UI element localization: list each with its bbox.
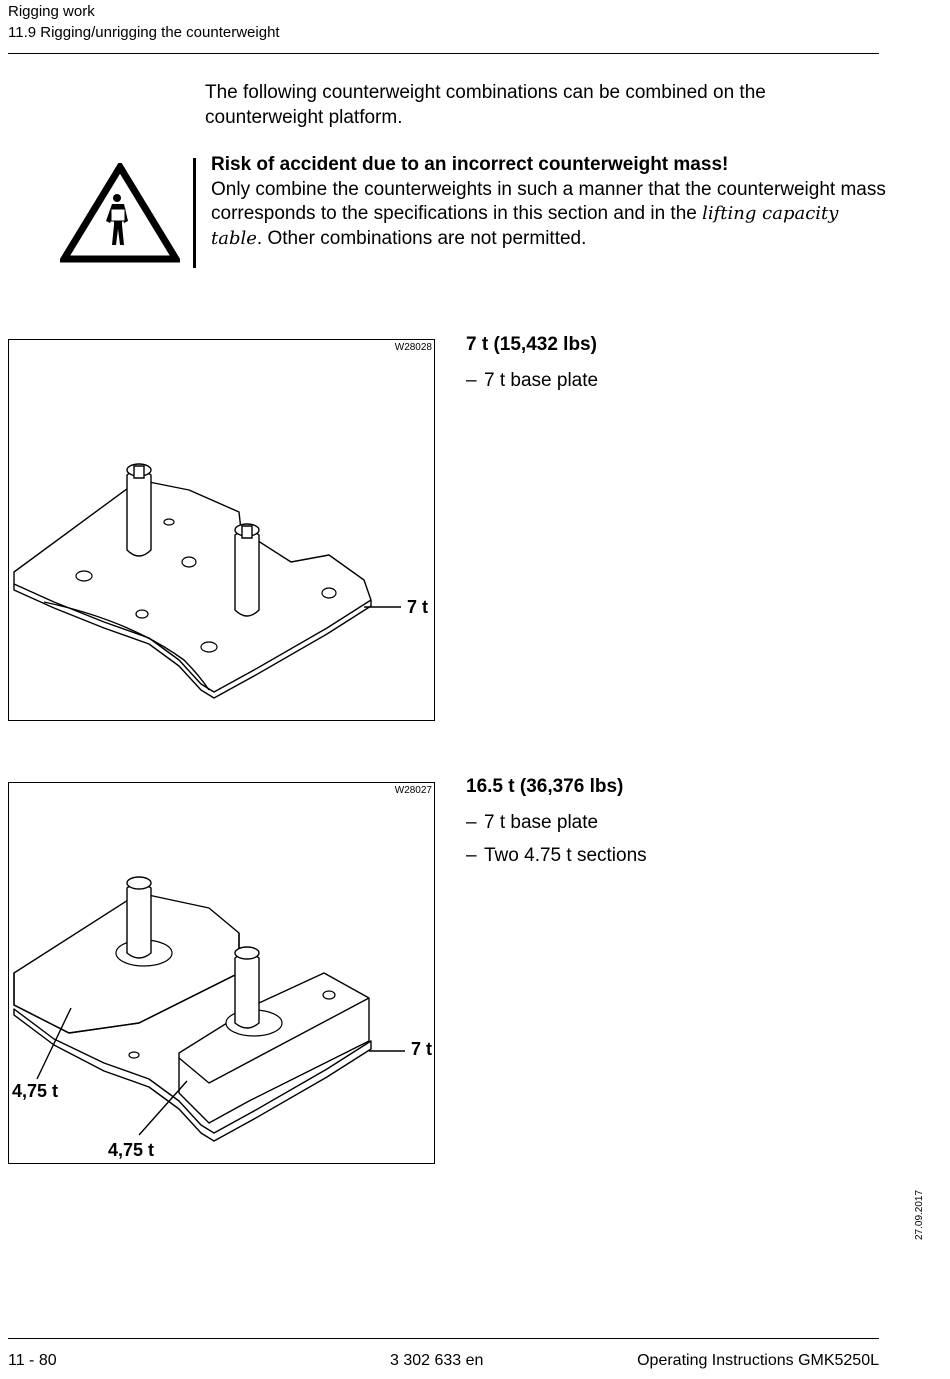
- header-section: 11.9 Rigging/unrigging the counterweight: [8, 24, 280, 41]
- figure-id: W28028: [394, 342, 432, 353]
- label-4-75t: 4,75 t: [108, 1140, 155, 1160]
- footer-page: 11 - 80: [8, 1352, 57, 1369]
- warning-bar: [193, 158, 196, 268]
- list-item: –Two 4.75 t sections: [466, 845, 647, 866]
- footer-date: 27.09.2017: [914, 1189, 925, 1240]
- label-7t: 7 t: [407, 597, 429, 617]
- warning-text-italic: lifting capacity table: [211, 203, 839, 249]
- footer-title: Operating Instructions GMK5250L: [637, 1352, 879, 1369]
- figure-id: W28027: [394, 785, 432, 796]
- header-chapter: Rigging work: [8, 3, 95, 20]
- intro-text: The following counterweight combinations…: [205, 82, 766, 128]
- base-plate-drawing: [13, 463, 401, 699]
- sections-drawing: [13, 876, 405, 1142]
- label-4-75t: 4,75 t: [12, 1081, 59, 1101]
- warning-title: Risk of accident due to an incorrect cou…: [211, 154, 729, 175]
- figure-base-plate: W28028 7 t: [8, 339, 435, 721]
- list-item: –7 t base plate: [466, 370, 599, 391]
- label-7t: 7 t: [411, 1039, 433, 1059]
- warning-block: Risk of accident due to an incorrect cou…: [211, 153, 891, 251]
- figure-base-plate-sections: W28027 7 t 4,75 t 4,75 t: [8, 782, 435, 1164]
- warning-body: Only combine the counterweights in such …: [211, 178, 891, 252]
- header-rule: [8, 53, 879, 54]
- mass-heading: 16.5 t (36,376 lbs): [466, 776, 624, 797]
- footer-doc-number: 3 302 633 en: [390, 1352, 484, 1369]
- warning-text-after: . Other combinations are not permitted.: [256, 227, 587, 249]
- warning-triangle-icon: [57, 160, 183, 263]
- mass-heading: 7 t (15,432 lbs): [466, 334, 597, 355]
- footer-rule: [8, 1338, 879, 1339]
- list-item: –7 t base plate: [466, 812, 599, 833]
- warning-text-before: Only combine the counterweights in such …: [211, 178, 886, 225]
